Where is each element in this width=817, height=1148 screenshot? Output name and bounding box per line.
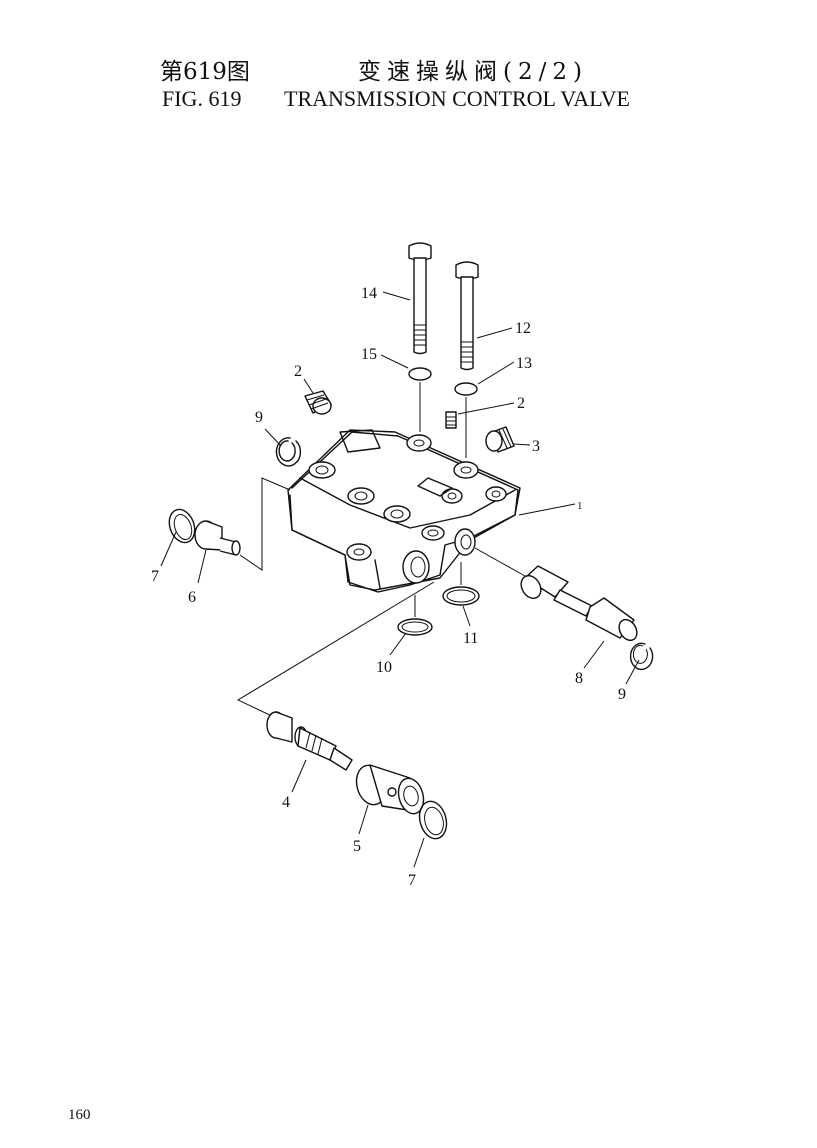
callout-10: 10 — [376, 659, 392, 676]
callout-14: 14 — [361, 285, 377, 302]
callout-12: 12 — [515, 320, 531, 337]
figure-number-cn: 第619图 — [160, 59, 250, 85]
washer-13 — [454, 382, 478, 396]
o-ring-11 — [442, 586, 480, 606]
figure-title-chinese: 第619图 变速操纵阀(2/2) — [160, 52, 582, 86]
snap-ring-9-left — [275, 437, 302, 467]
snap-ring-7-bottom — [418, 800, 448, 840]
callout-13: 13 — [516, 355, 532, 372]
callout-7-left: 7 — [151, 568, 159, 585]
callout-leaders — [160, 291, 640, 868]
bolt-14 — [408, 242, 432, 355]
o-ring-10 — [397, 618, 433, 636]
page-number: 160 — [68, 1107, 91, 1123]
plug-3 — [485, 426, 515, 453]
callout-6: 6 — [188, 589, 196, 606]
spool-8 — [474, 547, 638, 642]
spool-4 — [266, 711, 353, 771]
callout-2-left: 2 — [294, 363, 302, 380]
callout-5: 5 — [353, 838, 361, 855]
callout-9-right: 9 — [618, 686, 626, 703]
callout-9-left: 9 — [255, 409, 263, 426]
callout-8: 8 — [575, 670, 583, 687]
figure-number-en: FIG. 619 — [162, 86, 242, 111]
callout-11: 11 — [463, 630, 478, 647]
bolt-12 — [455, 261, 479, 371]
figure-title-english: FIG. 619 TRANSMISSION CONTROL VALVE — [162, 86, 630, 112]
sleeve-5 — [355, 764, 425, 815]
callout-1: 1 — [577, 500, 583, 512]
callout-2-right: 2 — [517, 395, 525, 412]
callout-3: 3 — [532, 438, 540, 455]
plug-2-left — [304, 390, 332, 415]
washer-15 — [408, 367, 432, 381]
plug-2-right — [445, 411, 457, 429]
plug-6 — [194, 520, 241, 556]
callout-7-bottom: 7 — [408, 872, 416, 889]
valve-body-1 — [287, 429, 521, 593]
callout-15: 15 — [361, 346, 377, 363]
callout-4: 4 — [282, 794, 290, 811]
figure-name-cn: 变速操纵阀(2/2) — [358, 59, 588, 85]
figure-name-en: TRANSMISSION CONTROL VALVE — [284, 86, 630, 111]
snap-ring-7-left — [168, 508, 196, 544]
